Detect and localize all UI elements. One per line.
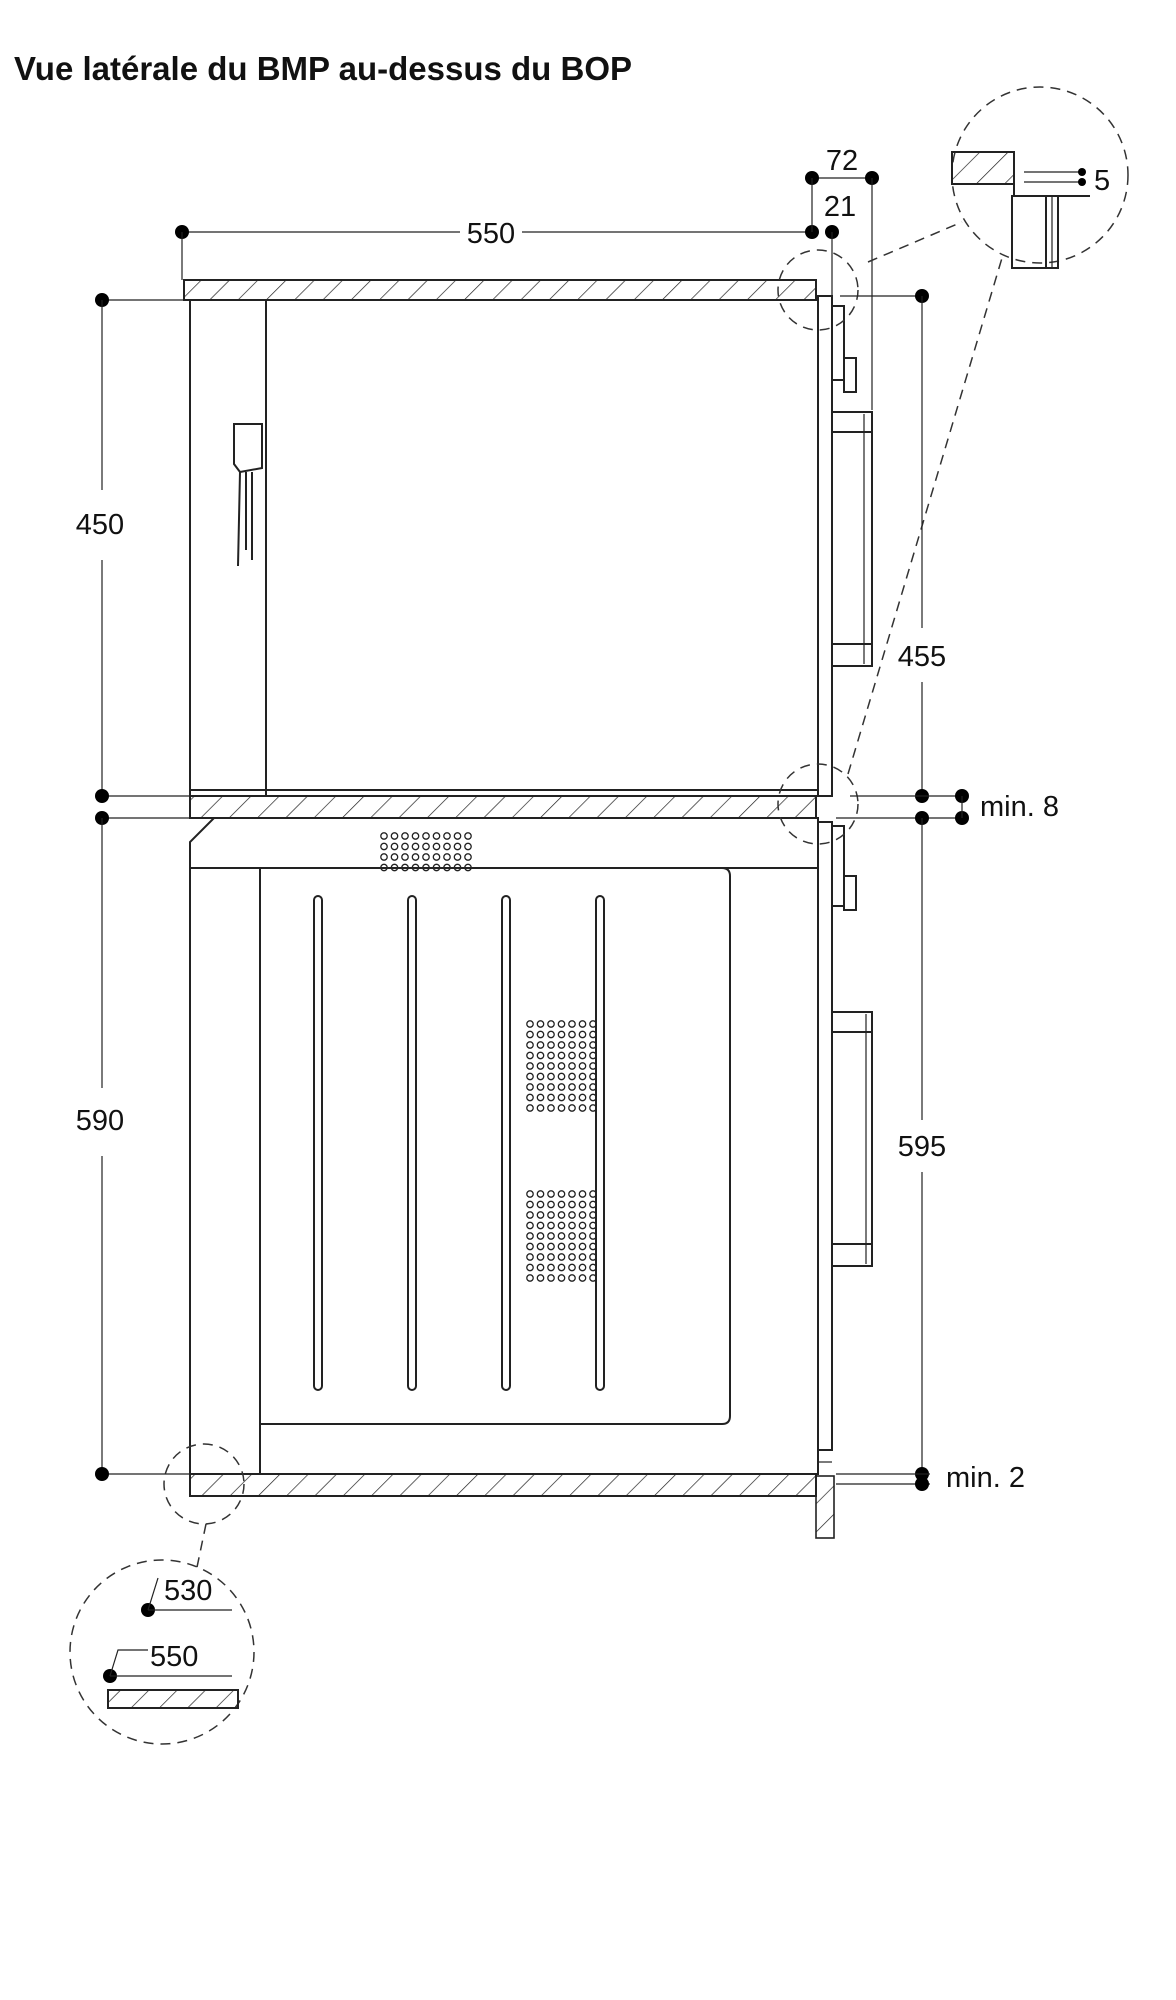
dim-gap-min-8: min. 8 [980,791,1059,823]
diagram-title: Vue latérale du BMP au-dessus du BOP [14,50,632,87]
middle-shelf [189,795,817,819]
vent-top [380,832,472,872]
dim-lower-front-height: 595 [898,1131,946,1163]
top-shelf [183,279,817,301]
lower-appliance [189,817,873,1475]
dim-bottom-min-2: min. 2 [946,1462,1025,1494]
dim-top-depth: 550 [467,218,515,250]
front-panel-bottom [815,1475,835,1539]
dim-detail-550: 550 [150,1641,198,1673]
vent-middle-lower [526,1190,597,1282]
dim-front-21: 21 [824,191,856,223]
dim-upper-front-height: 455 [898,641,946,673]
dim-front-72: 72 [826,145,858,177]
bottom-shelf [189,1473,817,1497]
upper-appliance [189,295,873,797]
dim-lower-height: 590 [76,1105,124,1137]
dim-detail-5: 5 [1094,165,1110,197]
dim-upper-height: 450 [76,509,124,541]
dim-detail-530: 530 [164,1575,212,1607]
vent-middle-upper [526,1020,597,1112]
